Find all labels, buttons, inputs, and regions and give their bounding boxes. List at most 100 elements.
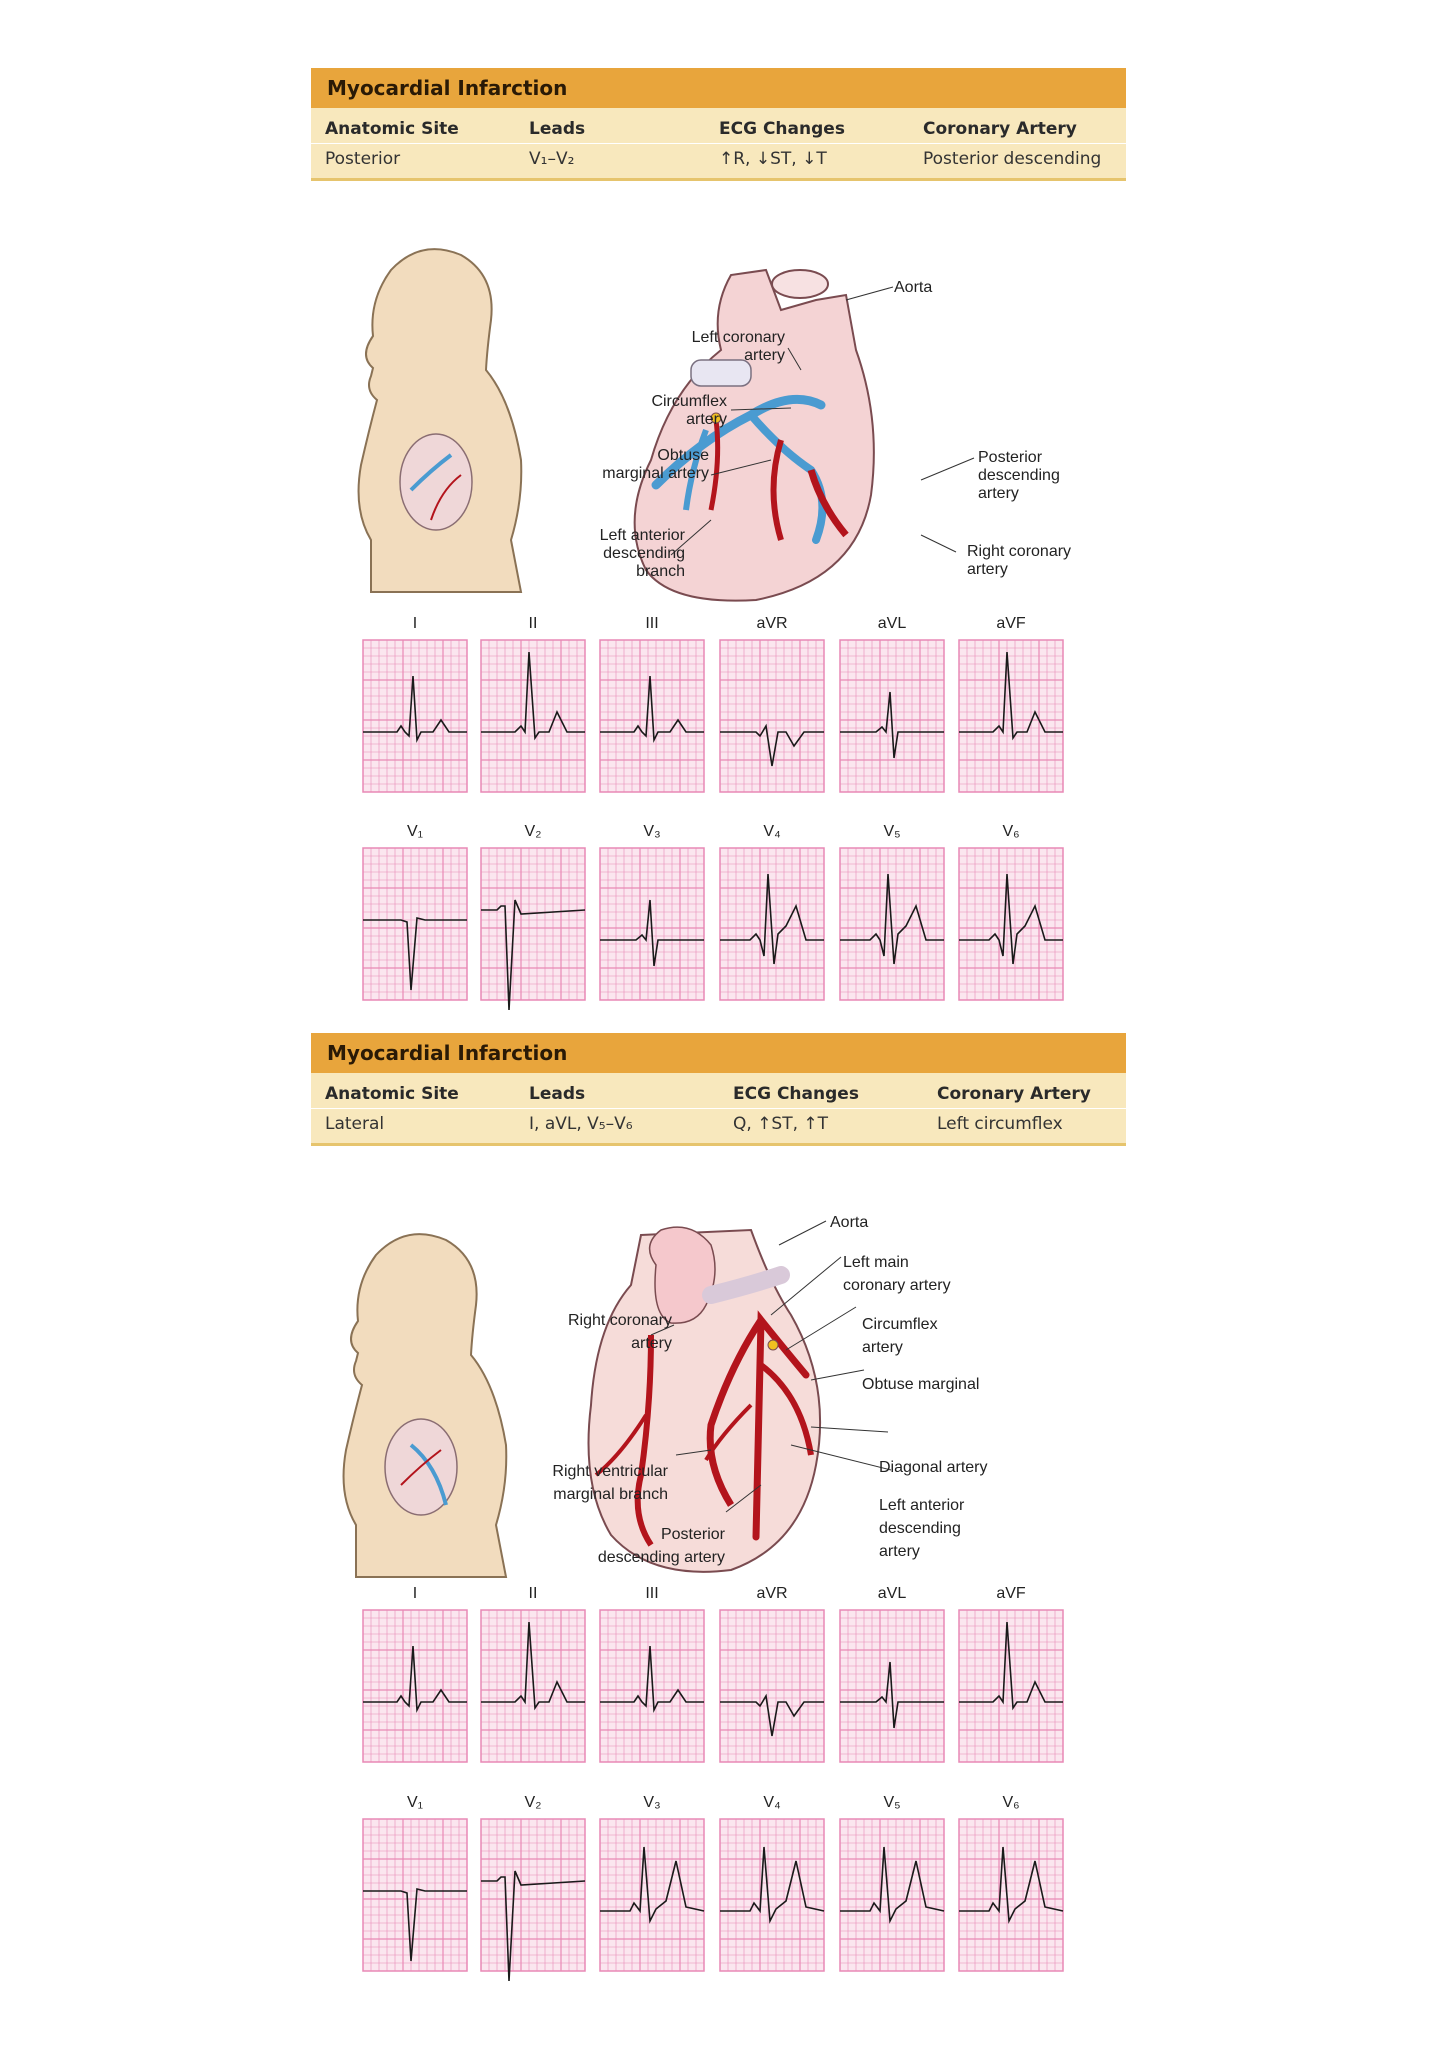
ecg-strip <box>958 1609 1064 1763</box>
lead-label: III <box>645 1585 658 1602</box>
lead-label: V₂ <box>525 1794 542 1811</box>
label-circumflex-1: Circumflex <box>862 1316 938 1333</box>
ecg-trace <box>959 651 1063 741</box>
ecg-strip <box>480 1609 586 1763</box>
ecg-trace <box>600 899 704 967</box>
leader-lines <box>650 1220 892 1513</box>
ecg-strip <box>958 847 1064 1001</box>
ecg-strip <box>362 847 468 1001</box>
ecg-strip <box>719 847 825 1001</box>
table-divider <box>311 143 1126 144</box>
label-right-coronary-1: Right coronary <box>568 1312 672 1329</box>
lead-label: V₄ <box>763 823 780 840</box>
ecg-strip <box>958 1818 1064 1972</box>
table-body: Anatomic Site Leads ECG Changes Coronary… <box>311 1073 1126 1146</box>
ecg-trace <box>720 723 824 767</box>
ecg-strip <box>362 639 468 793</box>
ecg-strip <box>480 847 586 1010</box>
label-rv-marginal-1: Right ventricular <box>552 1463 668 1480</box>
label-lad-2: descending <box>879 1520 961 1537</box>
label-aorta: Aorta <box>830 1214 868 1231</box>
label-obtuse-2: marginal artery <box>602 465 709 482</box>
label-right-coronary-2: artery <box>967 561 1008 578</box>
label-diagonal: Diagonal artery <box>879 1459 988 1476</box>
label-aorta: Aorta <box>894 279 932 296</box>
label-obtuse-1: Obtuse <box>657 447 709 464</box>
ecg-trace <box>363 1887 467 1962</box>
table-value-row: Lateral I, aVL, V₅–V₆ Q, ↑ST, ↑T Left ci… <box>311 1109 1126 1139</box>
lead-label: V₁ <box>407 823 423 840</box>
table-body: Anatomic Site Leads ECG Changes Coronary… <box>311 108 1126 181</box>
heart-illustration-icon <box>587 1226 822 1573</box>
ecg-trace <box>959 873 1063 965</box>
ecg-strip <box>839 847 945 1001</box>
ecg-strip <box>599 639 705 793</box>
ecg-strip <box>362 1609 468 1763</box>
ecg-strip <box>958 639 1064 793</box>
ecg-trace <box>840 873 944 965</box>
ecg-trace <box>481 899 586 1010</box>
ecg-strip <box>719 639 825 793</box>
lead-label: aVF <box>996 1585 1026 1602</box>
ecg-trace <box>363 1645 467 1714</box>
mi-table-posterior: Myocardial Infarction Anatomic Site Lead… <box>311 68 1126 181</box>
ecg-strip <box>599 1609 705 1763</box>
value-leads: I, aVL, V₅–V₆ <box>529 1114 633 1134</box>
ecg-trace <box>959 1621 1063 1711</box>
label-posterior-desc-3: artery <box>978 485 1019 502</box>
ecg-trace <box>481 651 585 741</box>
label-rv-marginal-2: marginal branch <box>553 1486 668 1503</box>
lead-label: III <box>645 615 658 632</box>
ecg-trace <box>720 1693 824 1737</box>
lead-label: I <box>413 1585 417 1602</box>
ecg-trace <box>481 1870 586 1982</box>
ecg-trace <box>720 1846 825 1924</box>
ecg-strip <box>599 847 705 1001</box>
heart-illustration-icon <box>633 268 875 602</box>
lead-label: aVL <box>878 1585 907 1602</box>
label-left-main-2: coronary artery <box>843 1277 951 1294</box>
value-coronary-artery: Posterior descending <box>923 149 1102 169</box>
lead-label: V₂ <box>525 823 542 840</box>
label-left-coronary-2: artery <box>744 347 785 364</box>
table-header-row: Anatomic Site Leads ECG Changes Coronary… <box>311 114 1126 144</box>
lead-label: aVF <box>996 615 1026 632</box>
col-coronary-artery: Coronary Artery <box>937 1084 1091 1104</box>
table-title: Myocardial Infarction <box>311 1033 1126 1073</box>
ecg-strip <box>719 1818 825 1972</box>
lead-label: aVL <box>878 615 907 632</box>
ecg-strip <box>599 1818 705 1972</box>
label-obtuse-marginal: Obtuse marginal <box>862 1376 979 1393</box>
ecg-trace <box>720 873 824 965</box>
label-circumflex-1: Circumflex <box>651 393 727 410</box>
col-ecg-changes: ECG Changes <box>719 119 845 139</box>
lead-label: V₆ <box>1002 1794 1019 1811</box>
ecg-trace <box>600 1846 705 1924</box>
lead-label: II <box>529 615 538 632</box>
ecg-trace <box>363 675 467 744</box>
label-left-main-1: Left main <box>843 1254 909 1271</box>
label-lad-1: Left anterior <box>600 527 686 544</box>
col-coronary-artery: Coronary Artery <box>923 119 1077 139</box>
lead-label: V₅ <box>883 1794 900 1811</box>
ecg-trace <box>840 1661 944 1729</box>
label-right-coronary-2: artery <box>631 1335 672 1352</box>
label-lad-3: artery <box>879 1543 920 1560</box>
value-leads: V₁–V₂ <box>529 149 575 169</box>
lead-label: aVR <box>756 615 787 632</box>
leader-lines <box>670 286 975 556</box>
ecg-strip <box>480 1818 586 1982</box>
label-left-coronary-1: Left coronary <box>692 329 785 346</box>
mi-table-lateral: Myocardial Infarction Anatomic Site Lead… <box>311 1033 1126 1146</box>
col-anatomic-site: Anatomic Site <box>325 1084 459 1104</box>
label-lad-1: Left anterior <box>879 1497 965 1514</box>
ecg-trace <box>363 916 467 991</box>
ecg-strip <box>839 1609 945 1763</box>
ecg-strip <box>362 1818 468 1972</box>
lead-label: I <box>413 615 417 632</box>
col-ecg-changes: ECG Changes <box>733 1084 859 1104</box>
table-header-row: Anatomic Site Leads ECG Changes Coronary… <box>311 1079 1126 1109</box>
ecg-trace <box>840 1846 945 1924</box>
ecg-trace <box>481 1621 585 1711</box>
